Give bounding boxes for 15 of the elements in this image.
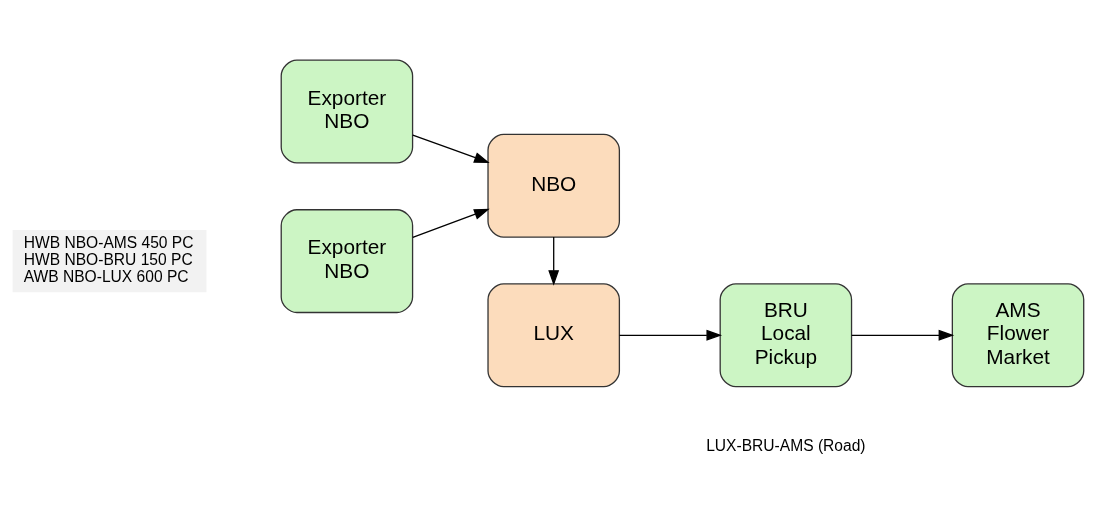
node-box: AMS Flower Market: [951, 282, 1085, 387]
arrow: [618, 329, 723, 341]
node-box: BRU Local Pickup: [719, 282, 853, 387]
arrow: [412, 133, 490, 163]
arrow: [851, 329, 955, 341]
node-box: LUX: [487, 282, 621, 387]
node-box: NBO: [487, 133, 621, 238]
node-box: Exporter NBO: [280, 208, 414, 313]
label: AWB NBO-LUX 600 PC: [23, 267, 189, 285]
arrow: [412, 208, 490, 238]
arrow: [548, 235, 560, 286]
label: HWB NBO-AMS 450 PC: [23, 233, 194, 251]
label: LUX-BRU-AMS (Road): [706, 436, 866, 454]
node-box: Exporter NBO: [280, 59, 414, 164]
label: HWB NBO-BRU 150 PC: [23, 250, 193, 268]
